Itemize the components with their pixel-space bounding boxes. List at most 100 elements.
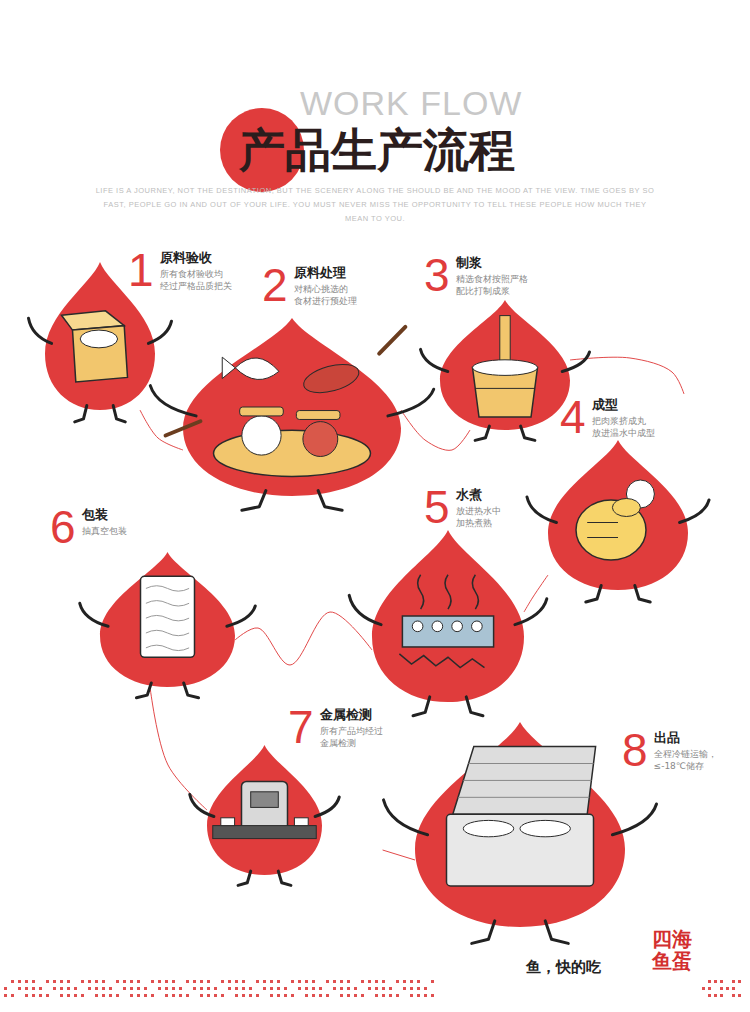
steam	[418, 575, 424, 609]
limb	[545, 921, 568, 944]
limb	[635, 586, 650, 603]
pattern-dot	[720, 994, 723, 997]
pattern-dot	[207, 987, 210, 990]
pattern-dot	[39, 987, 42, 990]
pattern-dot	[172, 994, 175, 997]
step-number: 4	[560, 394, 586, 440]
step-description: 所有食材验收均 经过严格品质把关	[160, 268, 232, 292]
lid-rack	[463, 780, 591, 781]
drop-shape	[415, 722, 625, 927]
pattern-dot	[403, 980, 406, 983]
pattern-dot	[410, 980, 413, 983]
pattern-dot	[158, 980, 161, 983]
process-step: 2原料处理对精心挑选的 食材进行预处理	[183, 262, 401, 496]
limb	[29, 318, 52, 343]
step-description: 放进热水中 加热煮熟	[456, 505, 524, 529]
pattern-dot	[116, 980, 119, 983]
pattern-dot	[382, 994, 385, 997]
step-number: 3	[424, 252, 450, 298]
pattern-dot	[221, 980, 224, 983]
step-description: 把肉浆挤成丸 放进温水中成型	[592, 415, 677, 439]
freezer-lid	[453, 747, 596, 815]
pattern-dot	[242, 994, 245, 997]
pattern-dot	[228, 980, 231, 983]
pattern-dot	[193, 980, 196, 983]
pattern-dot	[53, 987, 56, 990]
lid-rack	[458, 797, 589, 798]
limb	[184, 683, 199, 698]
pattern-dot	[347, 987, 350, 990]
limb	[148, 321, 171, 343]
pattern-dot	[424, 987, 427, 990]
step-number: 6	[50, 504, 76, 550]
limb	[242, 491, 266, 511]
pattern-dot	[221, 994, 224, 997]
pattern-dot	[81, 994, 84, 997]
meat-paste	[303, 422, 338, 457]
pattern-dot	[368, 987, 371, 990]
drop-illustration	[80, 576, 256, 698]
pattern-dot	[179, 987, 182, 990]
steam	[445, 575, 451, 609]
pattern-dot	[207, 994, 210, 997]
pattern-dot	[165, 987, 168, 990]
pattern-dot	[186, 980, 189, 983]
pattern-dot	[354, 987, 357, 990]
limb	[75, 406, 87, 422]
limb	[315, 797, 339, 817]
flame	[399, 654, 484, 668]
pattern-dot	[242, 980, 245, 983]
pattern-dot	[235, 980, 238, 983]
process-step: 1 原料验收所有食材验收均 经过严格品质把关	[45, 247, 232, 410]
rice-heap	[80, 330, 117, 348]
pattern-dot	[732, 980, 735, 983]
pattern-dot	[417, 980, 420, 983]
drop-illustration	[29, 311, 172, 422]
pattern-dot	[347, 994, 350, 997]
limb	[278, 871, 291, 885]
pattern-dot	[25, 987, 28, 990]
chopstick	[379, 327, 405, 354]
pack-row	[146, 601, 189, 606]
pattern-dot	[284, 987, 287, 990]
pattern-dot	[137, 980, 140, 983]
drop-shape	[372, 530, 524, 702]
dot-pattern	[4, 980, 741, 997]
pattern-dot	[102, 980, 105, 983]
pattern-dot	[702, 987, 705, 990]
pattern-dot	[25, 980, 28, 983]
pattern-dot	[130, 994, 133, 997]
dough-roll	[240, 407, 284, 416]
pattern-dot	[270, 987, 273, 990]
bucket-band	[475, 388, 535, 389]
pattern-dot	[95, 987, 98, 990]
pattern-dot	[431, 980, 434, 983]
pattern-dot	[726, 987, 729, 990]
drop-shape	[183, 318, 401, 496]
pattern-dot	[74, 994, 77, 997]
limb	[113, 406, 125, 422]
detector-window	[251, 792, 279, 808]
step-number: 1	[128, 247, 154, 293]
pattern-dot	[277, 987, 280, 990]
watermark-paragraph: LIFE IS A JOURNEY, NOT THE DESTINATION, …	[95, 184, 655, 226]
limb	[227, 606, 255, 626]
process-step: 4成型把肉浆挤成丸 放进温水中成型	[548, 394, 688, 590]
lid-rack	[469, 763, 594, 764]
step-number: 7	[288, 704, 314, 750]
pattern-dot	[214, 987, 217, 990]
pattern-dot	[298, 987, 301, 990]
pattern-dot	[32, 980, 35, 983]
flow-connector	[570, 357, 684, 394]
step-description: 对精心挑选的 食材进行预处理	[294, 283, 379, 307]
pattern-dot	[74, 987, 77, 990]
limb	[384, 800, 428, 835]
step-title: 水煮	[456, 487, 524, 503]
drop-illustration	[150, 327, 433, 510]
step-title: 原料验收	[160, 250, 232, 266]
drop-figure	[100, 552, 235, 687]
pattern-dot	[179, 994, 182, 997]
pattern-dot	[720, 980, 723, 983]
product-pack	[294, 818, 308, 826]
limb	[238, 871, 251, 885]
